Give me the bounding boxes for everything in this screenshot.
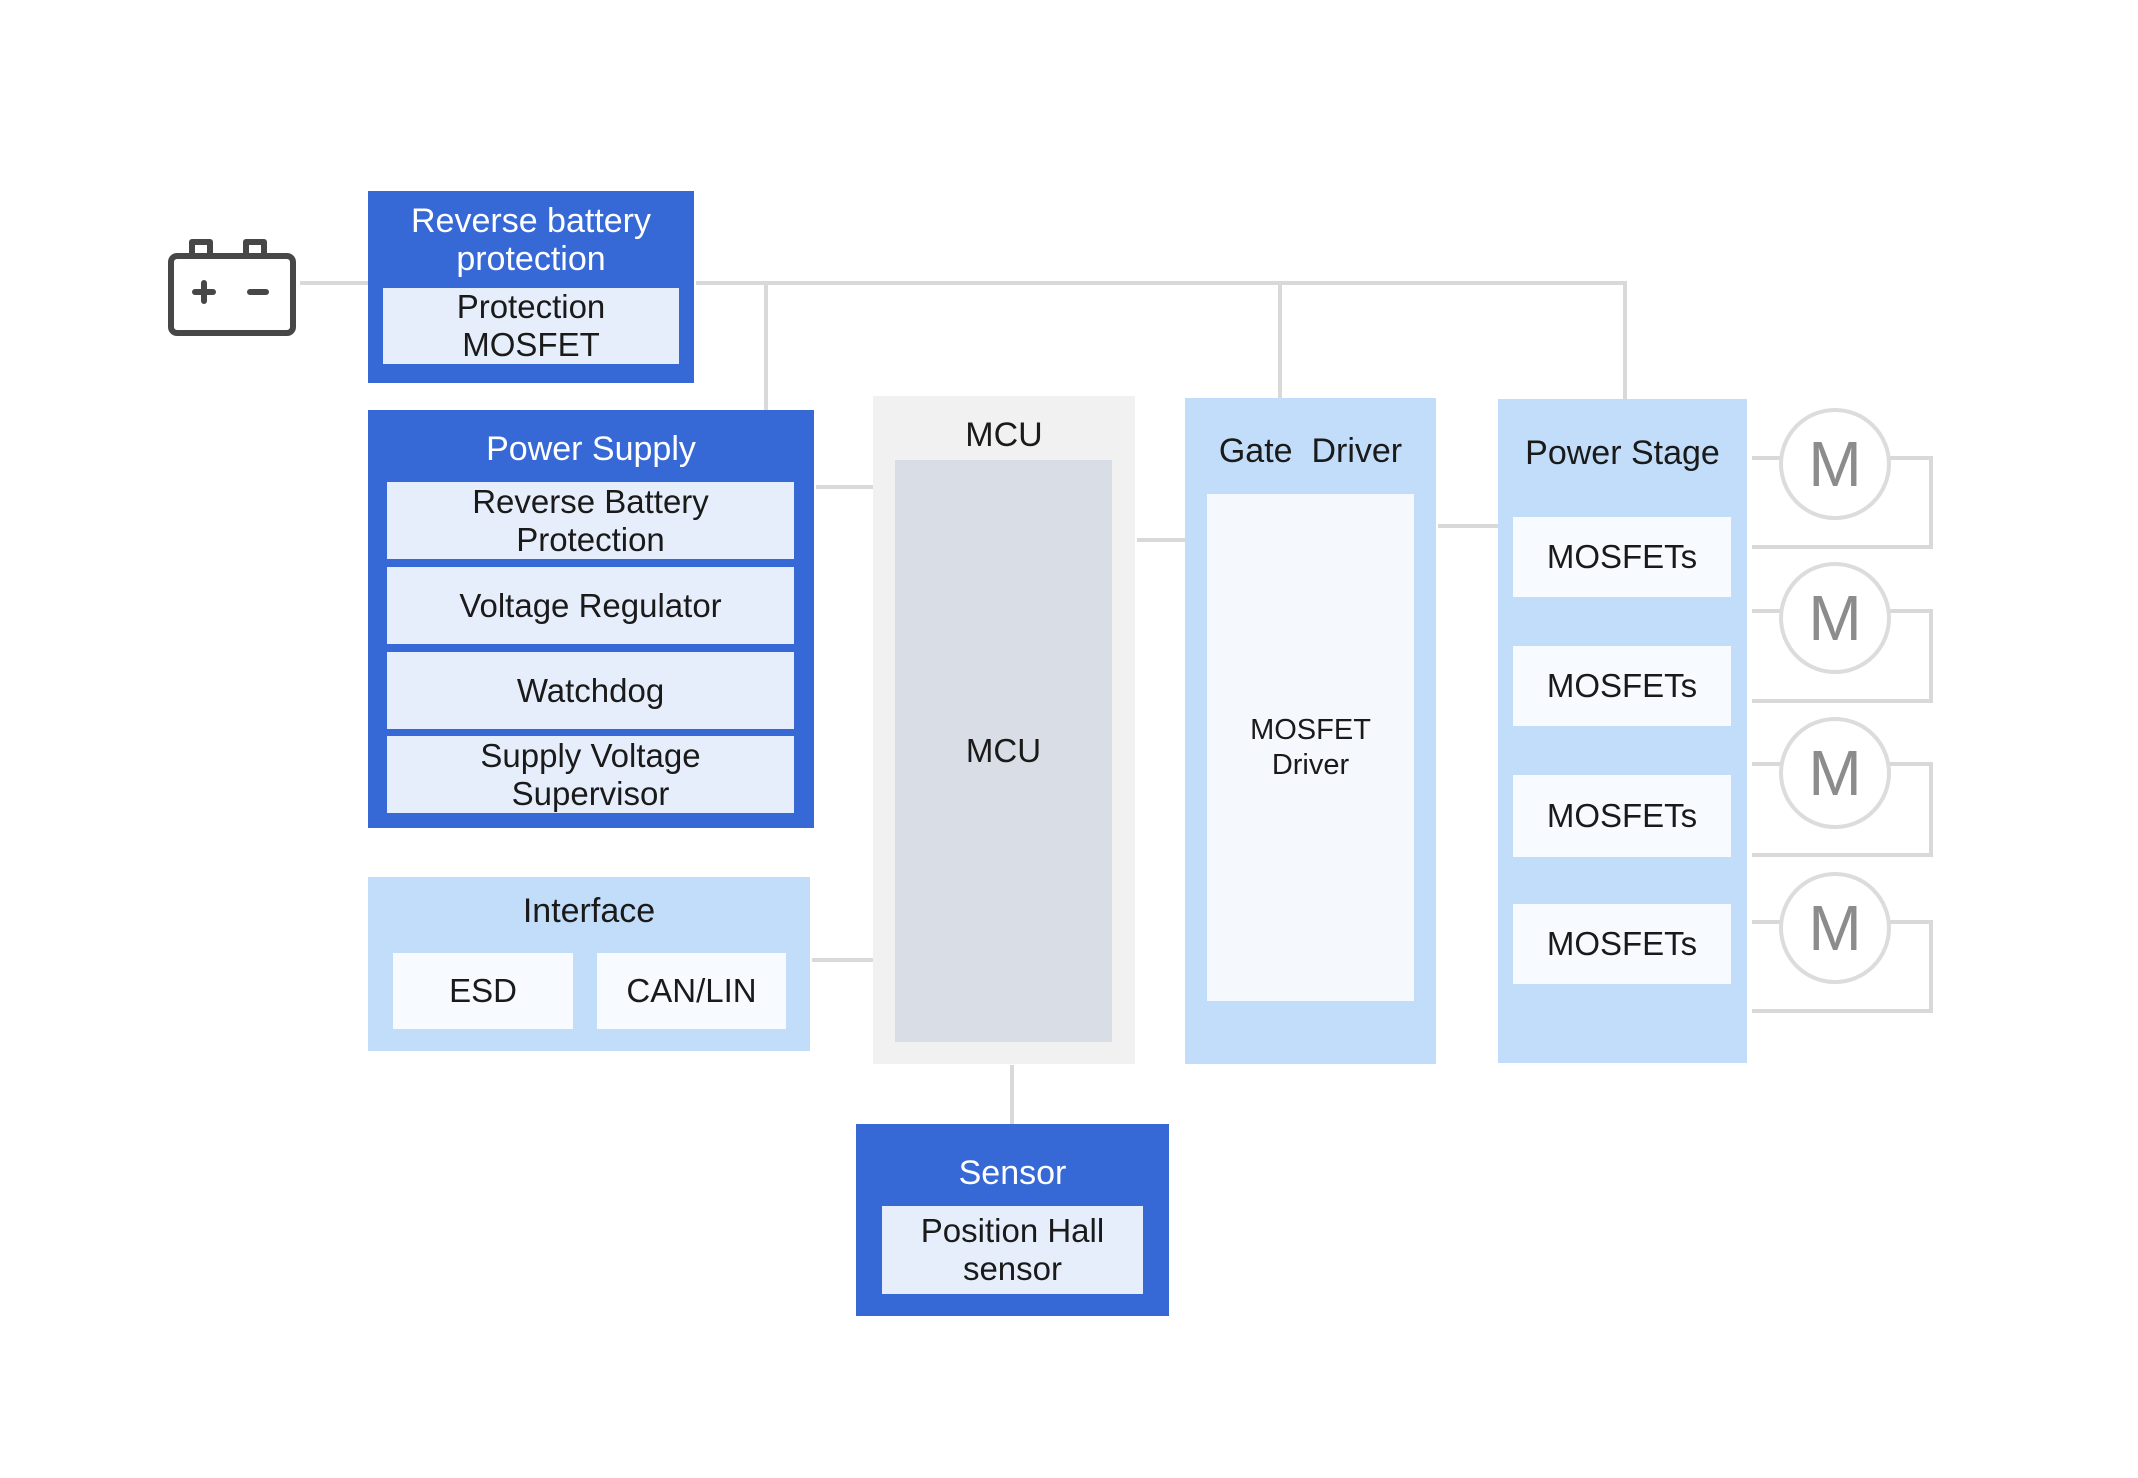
position-hall-sensor-box: Position Hall sensor (882, 1206, 1143, 1294)
mosfets-box-1: MOSFETs (1513, 517, 1731, 597)
gate-driver-block: Gate Driver MOSFET Driver (1185, 398, 1436, 1064)
mcu-core-box: MCU (895, 460, 1112, 1042)
can-lin-box: CAN/LIN (597, 953, 786, 1029)
power-supply-block: Power Supply Reverse Battery Protection … (368, 410, 814, 828)
ps-reverse-battery-protection: Reverse Battery Protection (387, 482, 794, 559)
ps-watchdog: Watchdog (387, 652, 794, 729)
mosfets-box-3: MOSFETs (1513, 775, 1731, 857)
mcu-title: MCU (965, 416, 1043, 454)
sensor-block: Sensor Position Hall sensor (856, 1124, 1169, 1316)
mcu-block: MCU MCU (873, 396, 1135, 1064)
ps-voltage-regulator: Voltage Regulator (387, 567, 794, 644)
interface-title: Interface (522, 892, 656, 930)
power-stage-title: Power Stage (1525, 434, 1720, 472)
motor-4: M (1779, 872, 1891, 984)
reverse-battery-protection-block: Reverse battery protection Protection MO… (368, 191, 694, 383)
battery-icon (168, 239, 296, 336)
protection-mosfet-box: Protection MOSFET (383, 288, 679, 364)
reverse-battery-protection-title: Reverse battery protection (411, 202, 651, 278)
esd-box: ESD (393, 953, 573, 1029)
mosfet-driver-box: MOSFET Driver (1207, 494, 1414, 1001)
mosfets-box-2: MOSFETs (1513, 646, 1731, 726)
interface-block: Interface ESD CAN/LIN (368, 877, 810, 1051)
mosfets-box-4: MOSFETs (1513, 904, 1731, 984)
motor-1: M (1779, 408, 1891, 520)
power-stage-block: Power Stage MOSFETs MOSFETs MOSFETs MOSF… (1498, 399, 1747, 1063)
power-supply-title: Power Supply (486, 430, 696, 468)
sensor-title: Sensor (958, 1154, 1067, 1192)
motor-2: M (1779, 562, 1891, 674)
motor-3: M (1779, 717, 1891, 829)
ps-supply-voltage-supervisor: Supply Voltage Supervisor (387, 736, 794, 813)
gate-driver-title: Gate Driver (1218, 432, 1403, 470)
